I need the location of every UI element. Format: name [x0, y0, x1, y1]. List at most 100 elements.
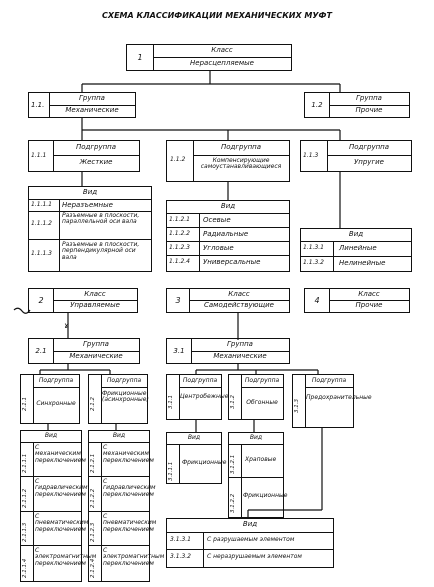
- vid-row-number: 3.1.1.1: [168, 461, 174, 481]
- vid-1-1-1-box: Вид 1.1.1.1 Неразъемные 1.1.1.2 Разъемны…: [28, 186, 152, 272]
- class-4-value: Прочие: [355, 301, 383, 309]
- vid-3-1-3-label: Вид: [242, 520, 258, 528]
- vid-row-number: 2.1.2.4: [90, 558, 96, 578]
- subgroup-2-1-1-value: Синхронные: [36, 400, 76, 407]
- vid-row-text: Угловые: [203, 244, 234, 252]
- class-1-box: 1 Класс Нерасцепляемые: [126, 44, 292, 71]
- vid-2-1-2-box: Вид 2.1.2.1 С механическим переключением…: [88, 430, 164, 582]
- vid-row-number: 3.1.2.2: [230, 493, 236, 513]
- vid-1-1-2-label: Вид: [220, 202, 236, 210]
- vid-row-number: 2.1.1.4: [22, 558, 28, 578]
- subgroup-3-1-2-number: 3.1.2: [230, 395, 236, 409]
- vid-row-text: С электромагнитным переключением: [35, 547, 97, 567]
- subgroup-3-1-3-number: 3.1.3: [294, 399, 300, 413]
- vid-row-number: 1.1.2.2: [169, 230, 190, 237]
- subgroup-1-1-3-box: 1.1.3 Подгруппа Упругие: [300, 140, 412, 172]
- vid-row-number: 2.1.2.3: [90, 522, 96, 542]
- subgroup-3-1-1-box: 3.1.1 Подгруппа Центробежные: [166, 374, 229, 420]
- vid-row-text: С механическим переключением: [103, 444, 154, 464]
- subgroup-1-1-3-value: Упругие: [354, 158, 384, 166]
- group-1-1-number: 1.1.: [31, 101, 45, 109]
- vid-2-1-1-box: Вид 2.1.1.1 С механическим переключением…: [20, 430, 97, 582]
- page-title: СХЕМА КЛАССИФИКАЦИИ МЕХАНИЧЕСКИХ МУФТ: [102, 11, 332, 20]
- vid-row-number: 2.1.1.2: [22, 488, 28, 508]
- subgroup-2-1-2-label: Подгруппа: [106, 377, 142, 384]
- vid-row-number: 3.1.3.2: [170, 553, 191, 560]
- vid-row-text: С пневматическим переключением: [103, 513, 157, 533]
- group-3-1-number: 3.1: [173, 347, 185, 355]
- group-1-1-label: Группа: [79, 94, 105, 102]
- group-2-1-label: Группа: [83, 340, 109, 348]
- vid-row-text: Фрикционные: [182, 459, 227, 466]
- vid-2-1-2-label: Вид: [112, 432, 126, 439]
- group-2-1-value: Механические: [69, 352, 123, 360]
- vid-3-1-1-box: Вид 3.1.1.1 Фрикционные: [166, 432, 226, 484]
- class-1-label: Класс: [211, 46, 233, 54]
- subgroup-1-1-1-value: Жесткие: [79, 158, 113, 166]
- class-4-box: 4 Класс Прочие: [304, 288, 410, 313]
- subgroup-2-1-2-value: Фрикционные (асинхронные): [102, 390, 149, 404]
- subgroup-2-1-1-box: 2.1.1 Подгруппа Синхронные: [20, 374, 80, 424]
- subgroup-3-1-3-value: Предохранительные: [306, 394, 372, 401]
- vid-row-text: Фрикционные: [243, 492, 288, 499]
- vid-row-text: Линейные: [339, 244, 377, 252]
- subgroup-1-1-2-box: 1.1.2 Подгруппа Компенсирующие самоустан…: [166, 140, 290, 182]
- vid-2-1-1-label: Вид: [44, 432, 58, 439]
- class-2-number: 2: [38, 296, 44, 305]
- subgroup-1-1-2-number: 1.1.2: [170, 156, 186, 163]
- vid-row-number: 2.1.2.2: [90, 488, 96, 508]
- class-3-label: Класс: [228, 290, 250, 298]
- vid-1-1-2-box: Вид 1.1.2.1 Осевые 1.1.2.2 Радиальные 1.…: [166, 200, 290, 272]
- group-1-2-label: Группа: [356, 94, 382, 102]
- vid-3-1-2-box: Вид 3.1.2.1 Храповые 3.1.2.2 Фрикционные: [228, 432, 288, 518]
- group-3-1-label: Группа: [227, 340, 253, 348]
- vid-1-1-1-label: Вид: [82, 188, 98, 196]
- subgroup-3-1-1-value: Центробежные: [180, 393, 229, 400]
- group-3-1-value: Механические: [213, 352, 267, 360]
- subgroup-1-1-3-label: Подгруппа: [348, 143, 390, 151]
- subgroup-1-1-2-label: Подгруппа: [220, 143, 262, 151]
- vid-row-text: Радиальные: [203, 230, 249, 238]
- class-1-number: 1: [137, 53, 143, 62]
- vid-row-text: Универсальные: [203, 258, 261, 266]
- subgroup-2-1-2-box: 2.1.2 Подгруппа Фрикционные (асинхронные…: [88, 374, 149, 424]
- class-2-label: Класс: [84, 290, 106, 298]
- subgroup-3-1-1-label: Подгруппа: [182, 377, 218, 384]
- group-1-2-box: 1.2 Группа Прочие: [304, 92, 410, 118]
- vid-row-number: 1.1.3.2: [303, 259, 324, 266]
- vid-row-number: 3.1.2.1: [230, 454, 236, 474]
- group-2-1-box: 2.1 Группа Механические: [28, 338, 140, 364]
- subgroup-1-1-2-value: Компенсирующие самоустанавливающиеся: [200, 157, 282, 171]
- subgroup-1-1-1-box: 1.1.1 Подгруппа Жесткие: [28, 140, 140, 172]
- subgroup-3-1-2-value: Обгонные: [246, 399, 278, 406]
- subgroup-1-1-3-number: 1.1.3: [303, 152, 319, 159]
- class-3-value: Самодействующие: [204, 301, 274, 309]
- vid-1-1-3-label: Вид: [348, 230, 364, 238]
- vid-row-number: 1.1.1.1: [31, 201, 52, 208]
- vid-row-number: 1.1.2.3: [169, 244, 190, 251]
- subgroup-3-1-1-number: 3.1.1: [168, 395, 174, 409]
- stray-mark: ɤ: [64, 321, 69, 330]
- vid-row-text: Осевые: [203, 216, 231, 224]
- group-1-2-value: Прочие: [355, 106, 383, 114]
- vid-row-number: 2.1.1.3: [22, 522, 28, 542]
- vid-row-number: 2.1.1.1: [22, 453, 28, 473]
- vid-row-text: С пневматическим переключением: [35, 513, 89, 533]
- vid-3-1-1-label: Вид: [187, 434, 201, 441]
- subgroup-2-1-2-number: 2.1.2: [90, 397, 96, 411]
- class-4-label: Класс: [358, 290, 380, 298]
- vid-row-text: Нелинейные: [339, 259, 386, 267]
- vid-row-number: 1.1.2.4: [169, 258, 190, 265]
- class-3-number: 3: [175, 296, 181, 305]
- subgroup-2-1-1-label: Подгруппа: [38, 377, 74, 384]
- vid-row-number: 1.1.1.3: [31, 250, 52, 257]
- vid-row-number: 1.1.1.2: [31, 220, 52, 227]
- group-1-1-value: Механические: [65, 106, 119, 114]
- vid-row-number: 2.1.2.1: [90, 453, 96, 473]
- vid-row-number: 3.1.3.1: [170, 536, 191, 543]
- group-2-1-number: 2.1: [35, 347, 47, 355]
- vid-row-text: Неразъемные: [62, 201, 113, 209]
- vid-row-text: Разъемные в плоскости, перпендикулярной …: [62, 241, 140, 261]
- vid-3-1-2-label: Вид: [249, 434, 263, 441]
